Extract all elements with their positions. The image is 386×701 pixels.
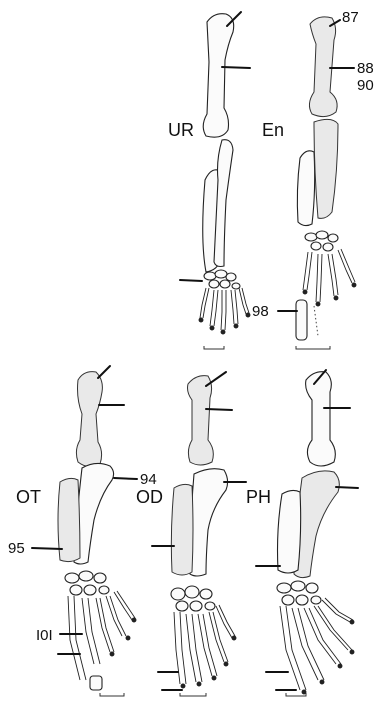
figure-number-101: I0I [36, 628, 53, 643]
ph-pointer-elbow [336, 487, 358, 488]
figure-number-94: 94 [140, 472, 157, 487]
ot-pointer-95 [32, 548, 62, 549]
od-forelimb [152, 372, 246, 696]
en-dotted-digit [314, 306, 318, 336]
taxon-label-ph: PH [246, 488, 271, 506]
en-isolated-metacarpal [296, 300, 307, 340]
ur-pointer-shaft [222, 67, 250, 68]
taxon-label-ot: OT [16, 488, 41, 506]
en-scale-bar [296, 346, 330, 349]
ur-digits [199, 288, 250, 334]
figure-number-90: 90 [357, 78, 374, 93]
ph-digits [280, 598, 354, 694]
od-radius [171, 484, 193, 575]
en-humerus [309, 17, 337, 117]
od-humerus [188, 376, 214, 465]
en-ulna [314, 119, 338, 218]
en-digits [303, 249, 356, 306]
ur-pointer-wrist [180, 280, 202, 281]
ur-carpals [204, 270, 240, 289]
taxon-label-od: OD [136, 488, 163, 506]
ot-humerus [76, 372, 102, 467]
ur-ulna [214, 140, 233, 267]
ph-forelimb [256, 370, 358, 696]
ot-forelimb [32, 366, 137, 696]
ur-forelimb [180, 12, 250, 349]
taxon-label-ur: UR [168, 121, 194, 139]
od-pointer-shaft [206, 409, 232, 410]
od-ulna [190, 469, 228, 576]
od-scale-bar [180, 693, 206, 696]
ph-carpals [277, 581, 321, 605]
en-radius [297, 151, 314, 226]
figure-number-98: 98 [252, 304, 269, 319]
figure-number-87: 87 [342, 10, 359, 25]
en-forelimb [278, 17, 356, 349]
od-carpals [171, 586, 215, 611]
figure-number-95: 95 [8, 541, 25, 556]
ot-pointer-head [98, 366, 110, 378]
ur-scale-bar [204, 346, 224, 349]
ur-humerus [203, 14, 233, 137]
od-digits [174, 605, 236, 688]
en-carpals [305, 231, 338, 251]
ot-scale-bar [100, 693, 124, 696]
taxon-label-en: En [262, 121, 284, 139]
ot-digits [68, 591, 136, 690]
ph-radius [278, 490, 301, 573]
figure-number-88: 88 [357, 61, 374, 76]
ot-carpals [65, 571, 109, 595]
ot-pointer-94 [114, 478, 137, 479]
ph-humerus [306, 372, 336, 466]
